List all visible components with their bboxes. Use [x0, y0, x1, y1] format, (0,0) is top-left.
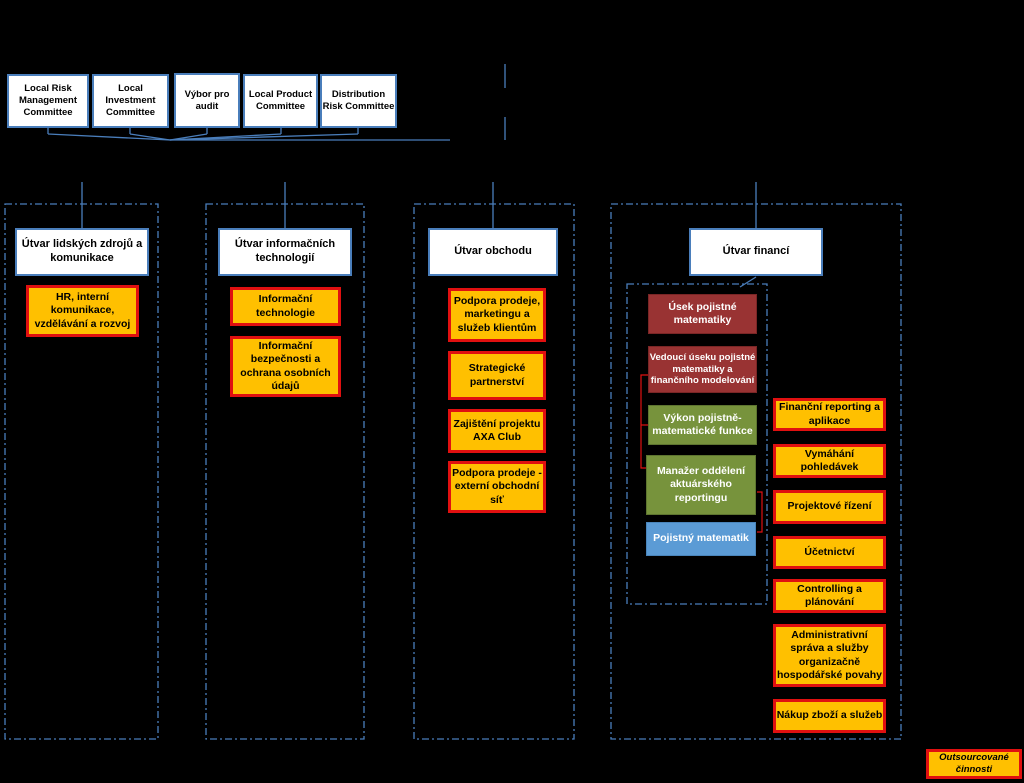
dept-sales-support: Podpora prodeje, marketingu a služeb kli… — [448, 288, 546, 342]
committee-local-risk-management: Local Risk Management Committee — [7, 74, 89, 128]
dept-financial-reporting: Finanční reporting a aplikace — [773, 398, 886, 431]
dept-debt-collection: Vymáhání pohledávek — [773, 444, 886, 478]
supervisory-board-label: Dozorčí rada — [471, 95, 539, 107]
actuarial-function: Výkon pojistně-matematické funkce — [648, 405, 757, 445]
actuarial-reporting-manager: Manažer oddělení aktuárského reportingu — [646, 455, 756, 515]
unit-sales: Útvar obchodu — [428, 228, 558, 276]
dept-it: Informační technologie — [230, 287, 341, 326]
dept-strategic-partnership: Strategické partnerství — [448, 351, 546, 400]
actuary: Pojistný matematik — [646, 522, 756, 556]
dept-project-management: Projektové řízení — [773, 490, 886, 524]
board-label: PŘEDSTAVENSTVO — [458, 154, 562, 166]
dept-accounting: Účetnictví — [773, 536, 886, 569]
unit-hr: Útvar lidských zdrojů a komunikace — [15, 228, 149, 276]
actuarial-section: Úsek pojistné matematiky — [648, 294, 757, 334]
dept-hr-communication: HR, interní komunikace, vzdělávání a roz… — [26, 285, 139, 337]
committee-audit: Výbor pro audit — [174, 73, 240, 128]
dept-axa-club: Zajištění projektu AXA Club — [448, 409, 546, 453]
dept-it-security: Informační bezpečnosti a ochrana osobníc… — [230, 336, 341, 397]
committee-local-investment: Local Investment Committee — [92, 74, 169, 128]
actuarial-head: Vedoucí úseku pojistné matematiky a fina… — [648, 346, 757, 393]
dept-procurement: Nákup zboží a služeb — [773, 699, 886, 733]
dept-administration: Administrativní správa a služby organiza… — [773, 624, 886, 687]
unit-finance: Útvar financí — [689, 228, 823, 276]
general-meeting-label: Valná hromada — [465, 48, 545, 60]
committee-distribution-risk: Distribution Risk Committee — [320, 74, 397, 128]
unit-it: Útvar informačních technologií — [218, 228, 352, 276]
legend-outsourced: Outsourcované činnosti — [926, 749, 1022, 779]
committee-local-product: Local Product Committee — [243, 74, 318, 128]
dept-external-sales: Podpora prodeje - externí obchodní síť — [448, 461, 546, 513]
dept-controlling: Controlling a plánování — [773, 579, 886, 613]
